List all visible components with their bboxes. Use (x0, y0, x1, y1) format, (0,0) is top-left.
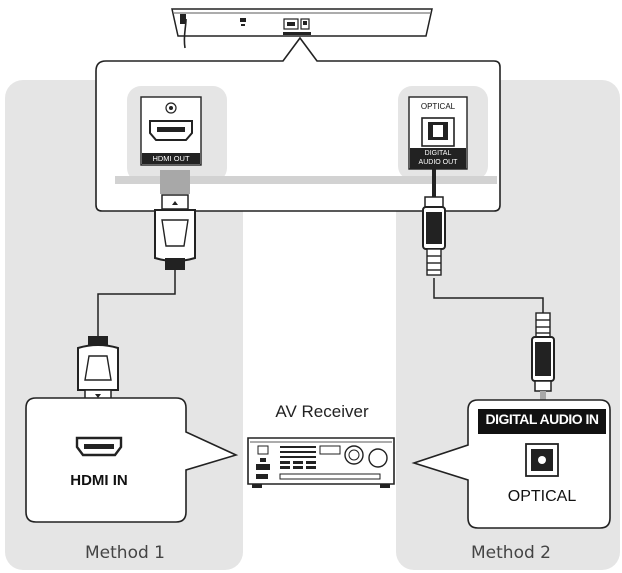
blu-ray-player (171, 8, 433, 49)
hdmi-in-port (75, 436, 123, 457)
hdmi-out-label: HDMI OUT (152, 154, 190, 163)
player-shelf (115, 176, 497, 184)
hdmi-in-callout (25, 397, 239, 523)
digital-audio-in-label: DIGITAL AUDIO IN (485, 411, 599, 427)
digital-audio-out-label-line1: DIGITAL (424, 150, 452, 157)
digital-audio-in-banner (478, 409, 606, 434)
optical-plug-top (422, 196, 446, 276)
hdmi-out-port (140, 96, 202, 166)
optical-in-port (525, 443, 559, 477)
hdmi-plug-top (154, 194, 196, 270)
optical-out-port (408, 96, 468, 170)
optical-port-label: OPTICAL (420, 102, 456, 111)
av-receiver-label: AV Receiver (275, 402, 369, 421)
av-receiver-unit (247, 437, 395, 488)
optical-plug-bottom (531, 312, 555, 411)
hdmi-in-label: HDMI IN (70, 472, 128, 489)
method-2-label: Method 2 (471, 543, 551, 563)
optical-in-label: OPTICAL (507, 488, 577, 505)
method-1-label: Method 1 (85, 543, 165, 563)
optical-cable (432, 169, 544, 313)
digital-audio-out-label-line2: AUDIO OUT (418, 159, 458, 166)
hdmi-cable (97, 170, 190, 336)
